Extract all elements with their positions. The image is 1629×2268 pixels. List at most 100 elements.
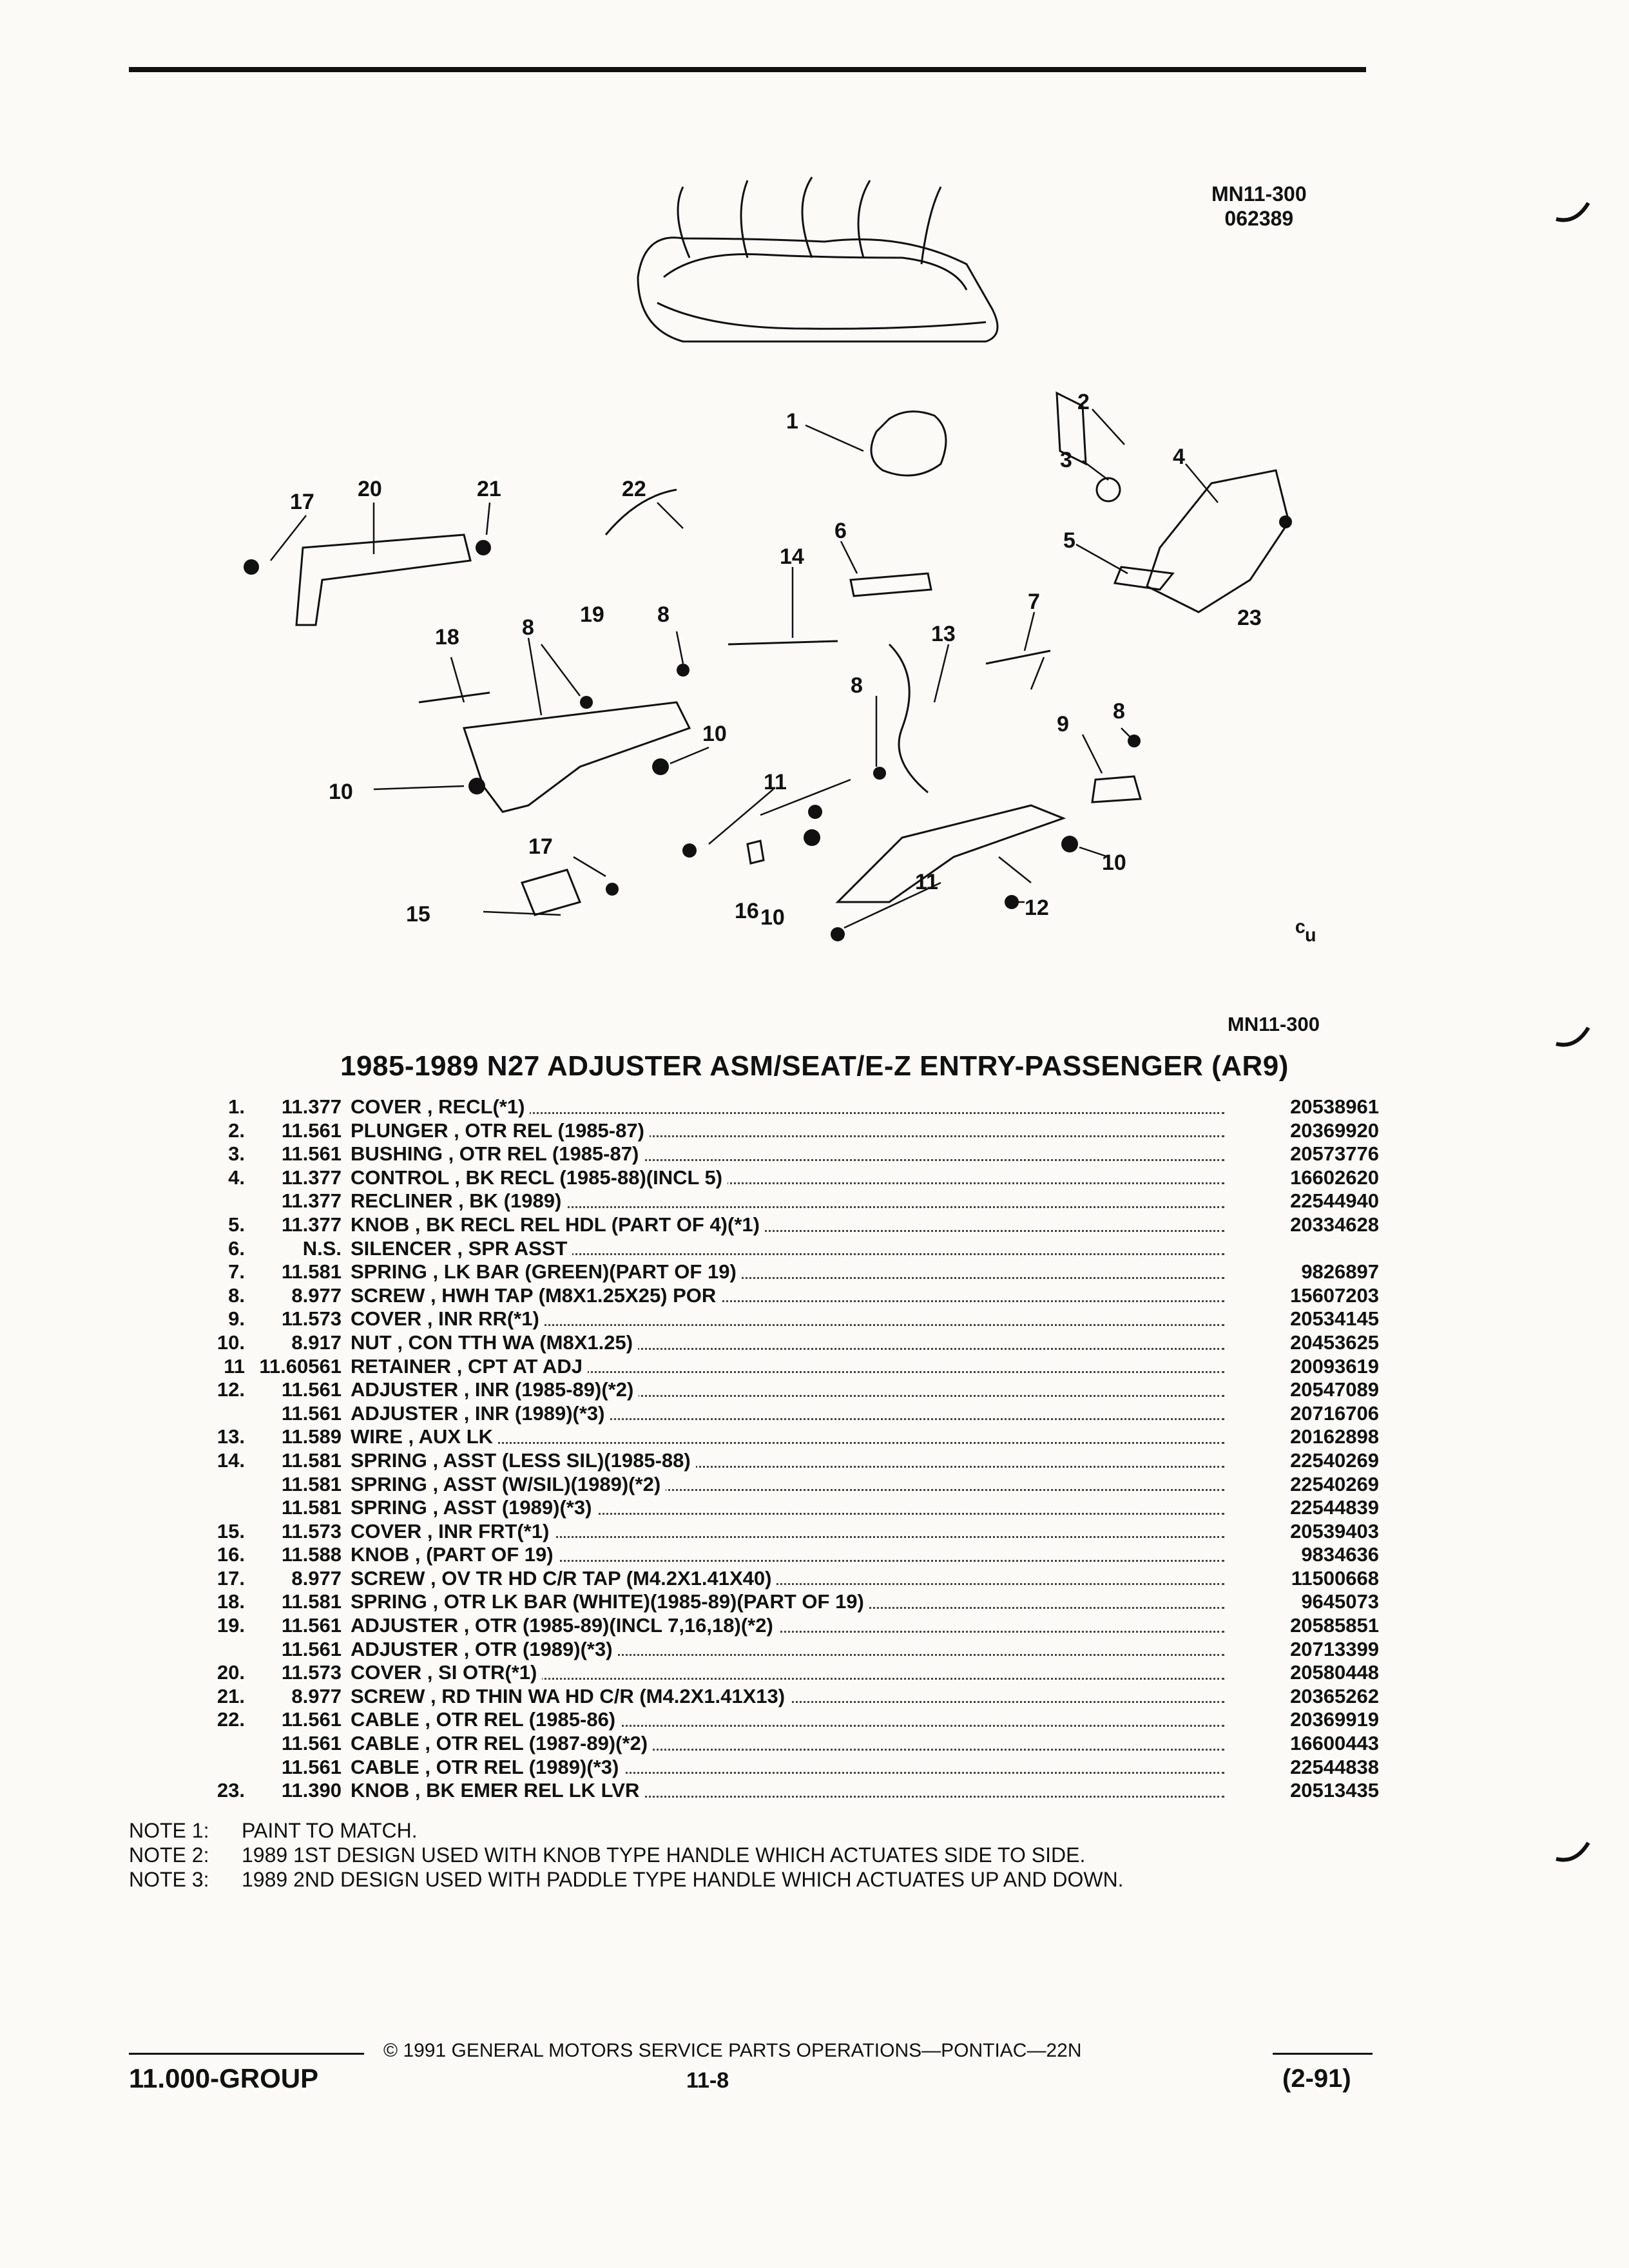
binder-mark-icon: [1556, 1026, 1590, 1047]
part-number: 16600443: [1290, 1732, 1379, 1755]
part-description-text: SPRING , ASST (1989)(*3): [351, 1496, 597, 1519]
callout-19: 19: [580, 602, 604, 627]
binder-mark-icon: [1556, 1841, 1590, 1862]
callout-18: 18: [435, 625, 459, 649]
part-group-code: 11.573: [281, 1307, 342, 1331]
part-group-code: 11.377: [281, 1166, 342, 1189]
part-group-code: 8.977: [291, 1283, 342, 1307]
part-description: RETAINER , CPT AT ADJ: [351, 1354, 1231, 1379]
note-text: 1989 1ST DESIGN USED WITH KNOB TYPE HAND…: [242, 1843, 1086, 1867]
part-number-index: 15.: [217, 1519, 245, 1542]
binder-mark-icon: [1556, 202, 1590, 222]
part-13-wire: [888, 643, 929, 794]
part-group-code: 11.581: [281, 1472, 342, 1495]
part-number-index: 17.: [217, 1566, 245, 1590]
part-description-text: RECLINER , BK (1989): [351, 1189, 567, 1213]
part-number-index: 4.: [228, 1166, 245, 1189]
part-5-knob: [1113, 566, 1175, 591]
part-description: ADJUSTER , OTR (1985-89)(INCL 7,16,18)(*…: [351, 1614, 1231, 1638]
callout-8d: 8: [1113, 699, 1125, 724]
part-description: SPRING , OTR LK BAR (WHITE)(1985-89)(PAR…: [351, 1590, 1231, 1614]
part-shapes: [295, 391, 1290, 916]
part-description: ADJUSTER , OTR (1989)(*3): [351, 1637, 1231, 1662]
part-description-text: BUSHING , OTR REL (1985-87): [351, 1142, 644, 1166]
part-description-text: SPRING , LK BAR (GREEN)(PART OF 19): [351, 1260, 742, 1283]
part-number: 20573776: [1290, 1142, 1379, 1166]
part-description: ADJUSTER , INR (1985-89)(*2): [351, 1378, 1231, 1402]
callout-7: 7: [1028, 590, 1040, 614]
callout-1: 1: [786, 409, 798, 434]
note-row: NOTE 3:1989 2ND DESIGN USED WITH PADDLE …: [129, 1867, 1124, 1892]
part-group-code: 11.561: [281, 1119, 342, 1142]
part-description-text: SPRING , ASST (LESS SIL)(1985-88): [351, 1448, 696, 1472]
part-group-code: 11.573: [281, 1519, 342, 1542]
notes-section: NOTE 1:PAINT TO MATCH.NOTE 2:1989 1ST DE…: [129, 1818, 1124, 1892]
note-text: 1989 2ND DESIGN USED WITH PADDLE TYPE HA…: [242, 1868, 1124, 1891]
parts-row: 15. 11.573 COVER , INR FRT(*1) 20539403: [193, 1519, 1379, 1544]
part-group-code: 11.588: [281, 1543, 342, 1566]
callout-16: 16: [735, 899, 759, 923]
part-4-control: [1146, 469, 1290, 613]
part-number: 22540269: [1290, 1448, 1379, 1472]
part-description-text: ADJUSTER , OTR (1985-89)(INCL 7,16,18)(*…: [351, 1614, 778, 1637]
part-description-text: COVER , INR FRT(*1): [351, 1519, 555, 1542]
callout-17b: 17: [528, 834, 553, 859]
part-description-text: ADJUSTER , INR (1989)(*3): [351, 1401, 610, 1425]
part-description: PLUNGER , OTR REL (1985-87): [351, 1119, 1231, 1143]
part-number: 20713399: [1290, 1637, 1379, 1660]
part-description: SCREW , HWH TAP (M8X1.25X25) POR: [351, 1283, 1231, 1308]
part-number: 20539403: [1290, 1519, 1379, 1542]
part-group-code: 11.581: [281, 1496, 342, 1519]
part-description-text: COVER , SI OTR(*1): [351, 1661, 543, 1684]
part-20-cover: [295, 533, 472, 626]
part-description-text: RETAINER , CPT AT ADJ: [351, 1354, 588, 1378]
part-description: NUT , CON TTH WA (M8X1.25): [351, 1331, 1231, 1355]
part-group-code: 11.377: [281, 1213, 342, 1236]
callout-8a: 8: [522, 615, 534, 640]
part-6-silencer: [849, 572, 932, 597]
part-group-code: 11.561: [281, 1637, 342, 1660]
part-1-recline-cover: [870, 410, 947, 477]
parts-row: 6.N.S.SILENCER , SPR ASST: [193, 1236, 1379, 1261]
part-description: KNOB , BK EMER REL LK LVR: [351, 1779, 1231, 1803]
part-group-code: 11.581: [281, 1260, 342, 1283]
part-description: KNOB , BK RECL REL HDL (PART OF 4)(*1): [351, 1213, 1231, 1237]
part-number-index: 10.: [217, 1331, 245, 1354]
part-18-spring: [418, 691, 490, 704]
part-description: BUSHING , OTR REL (1985-87): [351, 1142, 1231, 1166]
part-group-code: 11.561: [281, 1614, 342, 1637]
part-number: 20534145: [1290, 1307, 1379, 1331]
ref-code: MN11-300: [1211, 182, 1307, 206]
footer-date: (2-91): [1282, 2064, 1351, 2093]
callout-22: 22: [622, 477, 646, 501]
part-number-index: 23.: [217, 1779, 245, 1802]
callout-10a: 10: [702, 722, 727, 746]
callout-17a: 17: [290, 490, 314, 514]
part-14-spring: [728, 640, 838, 646]
part-number-index: 21.: [217, 1684, 245, 1707]
part-number-index: 1.: [228, 1095, 245, 1118]
part-description-text: ADJUSTER , INR (1985-89)(*2): [351, 1378, 639, 1401]
part-group-code: 11.561: [281, 1755, 342, 1778]
part-description-text: COVER , RECL(*1): [351, 1095, 530, 1118]
part-description: KNOB , (PART OF 19): [351, 1543, 1231, 1567]
part-number-index: 18.: [217, 1590, 245, 1613]
part-number: 20093619: [1290, 1354, 1379, 1378]
part-number: 20453625: [1290, 1331, 1379, 1354]
part-group-code: 11.581: [281, 1448, 342, 1472]
callout-10c: 10: [760, 905, 785, 930]
callout-11a: 11: [764, 770, 787, 794]
